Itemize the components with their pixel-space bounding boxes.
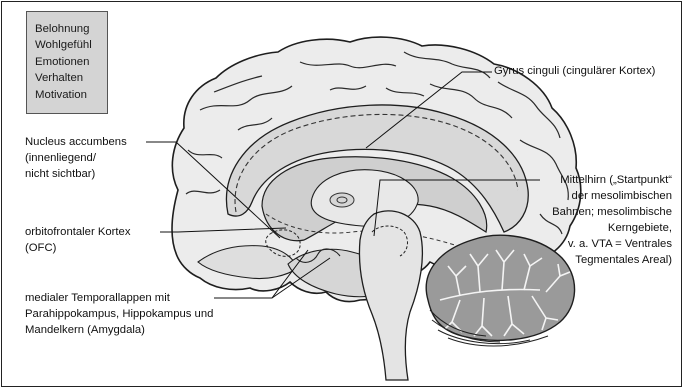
label-line: orbitofrontaler Kortex xyxy=(25,224,131,240)
label-line: Nucleus accumbens xyxy=(25,134,127,150)
label-gyrus-cinguli: Gyrus cinguli (cingulärer Kortex) xyxy=(494,63,655,79)
thalamus-nucleus xyxy=(330,193,354,207)
function-legend-box: Belohnung Wohlgefühl Emotionen Verhalten… xyxy=(26,11,108,114)
label-line: nicht sichtbar) xyxy=(25,166,127,182)
label-mittelhirn: Mittelhirn („Startpunkt“ der mesolimbisc… xyxy=(552,172,672,268)
label-nucleus-accumbens: Nucleus accumbens (innenliegend/ nicht s… xyxy=(25,134,127,182)
label-line: Tegmentales Areal) xyxy=(552,252,672,268)
label-line: (OFC) xyxy=(25,240,131,256)
label-line: Parahippokampus, Hippokampus und xyxy=(25,306,213,322)
label-line: Mandelkern (Amygdala) xyxy=(25,322,213,338)
brain-stem xyxy=(360,211,423,380)
label-line: Bahnen; mesolimbische xyxy=(552,204,672,220)
label-line: Mittelhirn („Startpunkt“ xyxy=(552,172,672,188)
label-line: der mesolimbischen xyxy=(552,188,672,204)
label-orbitofrontal-cortex: orbitofrontaler Kortex (OFC) xyxy=(25,224,131,256)
label-line: medialer Temporallappen mit xyxy=(25,290,213,306)
label-line: v. a. VTA = Ventrales xyxy=(552,236,672,252)
legend-item: Wohlgefühl xyxy=(35,37,107,53)
legend-item: Motivation xyxy=(35,87,107,103)
legend-item: Verhalten xyxy=(35,70,107,86)
label-line: (innenliegend/ xyxy=(25,150,127,166)
legend-item: Belohnung xyxy=(35,21,107,37)
label-line: Kerngebiete, xyxy=(552,220,672,236)
legend-item: Emotionen xyxy=(35,54,107,70)
label-temporallappen: medialer Temporallappen mit Parahippokam… xyxy=(25,290,213,338)
